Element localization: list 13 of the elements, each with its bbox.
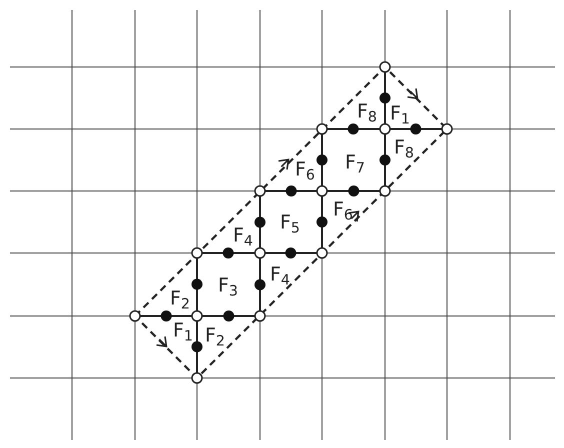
- face-label: F$_{7}$: [345, 154, 365, 172]
- face-label: F$_{3}$: [218, 276, 238, 296]
- face-label: F$_{6}$: [333, 200, 353, 220]
- face-label: F$_{2}$: [170, 290, 190, 308]
- face-label: F$_{5}$: [280, 214, 300, 232]
- face-label: F$_{6}$: [295, 160, 315, 180]
- face-label: F$_{4}$: [270, 266, 290, 284]
- face-label: F$_{1}$: [390, 104, 410, 124]
- face-label: F$_{4}$: [233, 226, 253, 246]
- face-label: F$_{1}$: [173, 322, 193, 340]
- face-label: F$_{8}$: [394, 138, 414, 158]
- face-label: F$_{8}$: [357, 102, 377, 122]
- face-label: F$_{2}$: [205, 326, 225, 346]
